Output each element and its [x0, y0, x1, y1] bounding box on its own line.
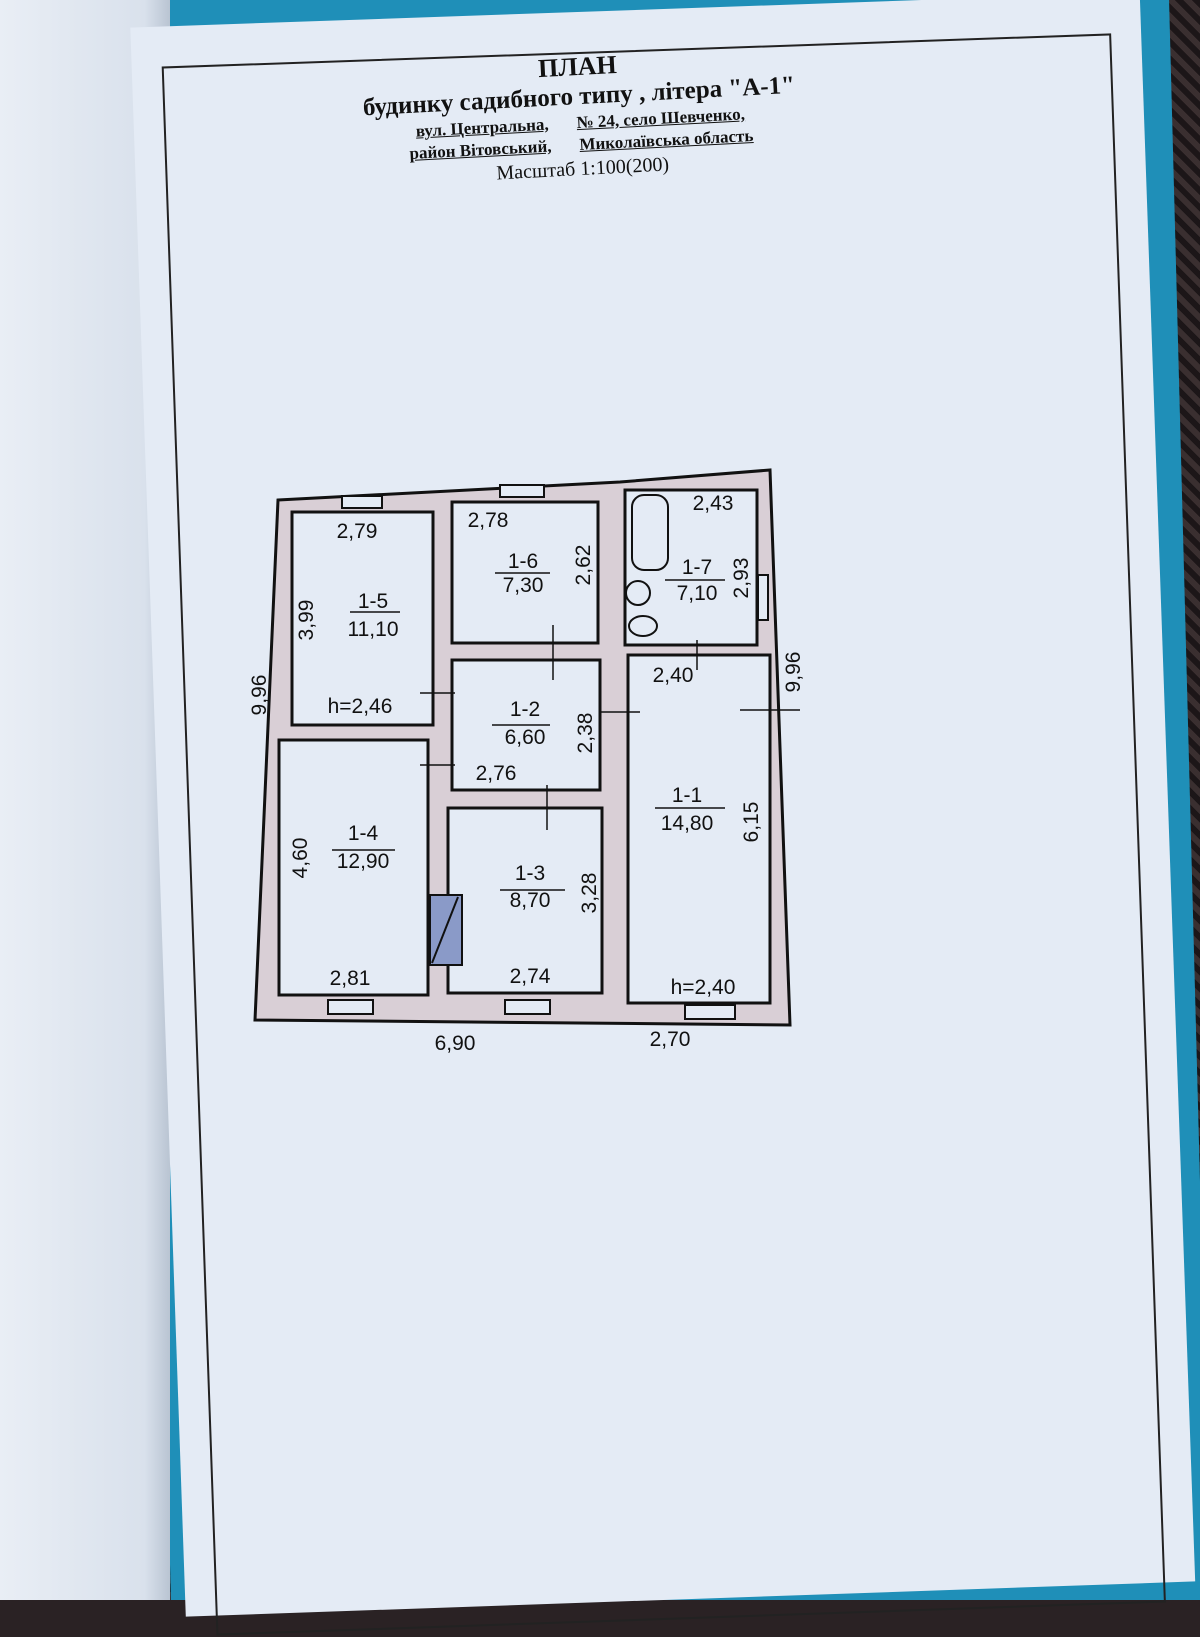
room-1-1-height: h=2,40 — [671, 976, 736, 999]
overall-width-right: 2,70 — [650, 1028, 691, 1051]
room-1-3-area: 8,70 — [510, 889, 551, 912]
room-1-2-length: 2,38 — [574, 713, 597, 754]
room-1-1 — [626, 653, 772, 1005]
room-1-5-length: 3,99 — [295, 600, 318, 641]
room-1-6-width: 2,78 — [468, 509, 509, 532]
room-1-6-length: 2,62 — [572, 545, 595, 586]
room-1-3-length: 3,28 — [578, 873, 601, 914]
sink-icon — [625, 580, 651, 606]
fraction-lines — [332, 572, 725, 891]
room-1-7-length: 2,93 — [730, 558, 753, 599]
room-1-1-area: 14,80 — [661, 812, 714, 835]
room-1-1-length: 6,15 — [740, 802, 763, 843]
door-marks — [420, 625, 800, 830]
room-1-2-id: 1-2 — [510, 698, 540, 721]
room-1-7-id: 1-7 — [682, 556, 712, 579]
room-1-4-area: 12,90 — [337, 850, 390, 873]
toilet-icon — [628, 615, 658, 637]
room-1-5-height: h=2,46 — [328, 695, 393, 718]
bathtub-icon — [631, 494, 669, 571]
room-1-5 — [290, 510, 435, 727]
room-1-5-width: 2,79 — [337, 520, 378, 543]
rooms — [277, 488, 772, 1005]
room-1-1-id: 1-1 — [672, 784, 702, 807]
windows — [327, 484, 769, 1020]
room-1-6-id: 1-6 — [508, 550, 538, 573]
floor-plan: 1-5 11,10 2,79 3,99 h=2,46 1-6 7,30 2,78… — [248, 468, 805, 1055]
room-1-7-area: 7,10 — [677, 582, 718, 605]
stove-icon — [429, 894, 463, 966]
room-1-3-width: 2,74 — [510, 965, 551, 988]
room-1-6-area: 7,30 — [503, 574, 544, 597]
room-1-7 — [623, 488, 759, 647]
overall-height-right: 9,96 — [782, 652, 805, 693]
room-1-4 — [277, 738, 430, 997]
room-1-3-id: 1-3 — [515, 862, 545, 885]
room-1-2-area: 6,60 — [505, 726, 546, 749]
room-1-2-width: 2,76 — [476, 762, 517, 785]
room-1-4-length: 4,60 — [289, 838, 312, 879]
room-1-1-width: 2,40 — [653, 664, 694, 687]
overall-width-left: 6,90 — [435, 1032, 476, 1055]
room-1-7-width: 2,43 — [693, 492, 734, 515]
room-1-4-width: 2,81 — [330, 967, 371, 990]
room-1-5-area: 11,10 — [348, 618, 399, 641]
overall-height-left: 9,96 — [248, 675, 271, 716]
room-1-5-id: 1-5 — [358, 590, 388, 613]
room-1-4-id: 1-4 — [348, 822, 379, 845]
